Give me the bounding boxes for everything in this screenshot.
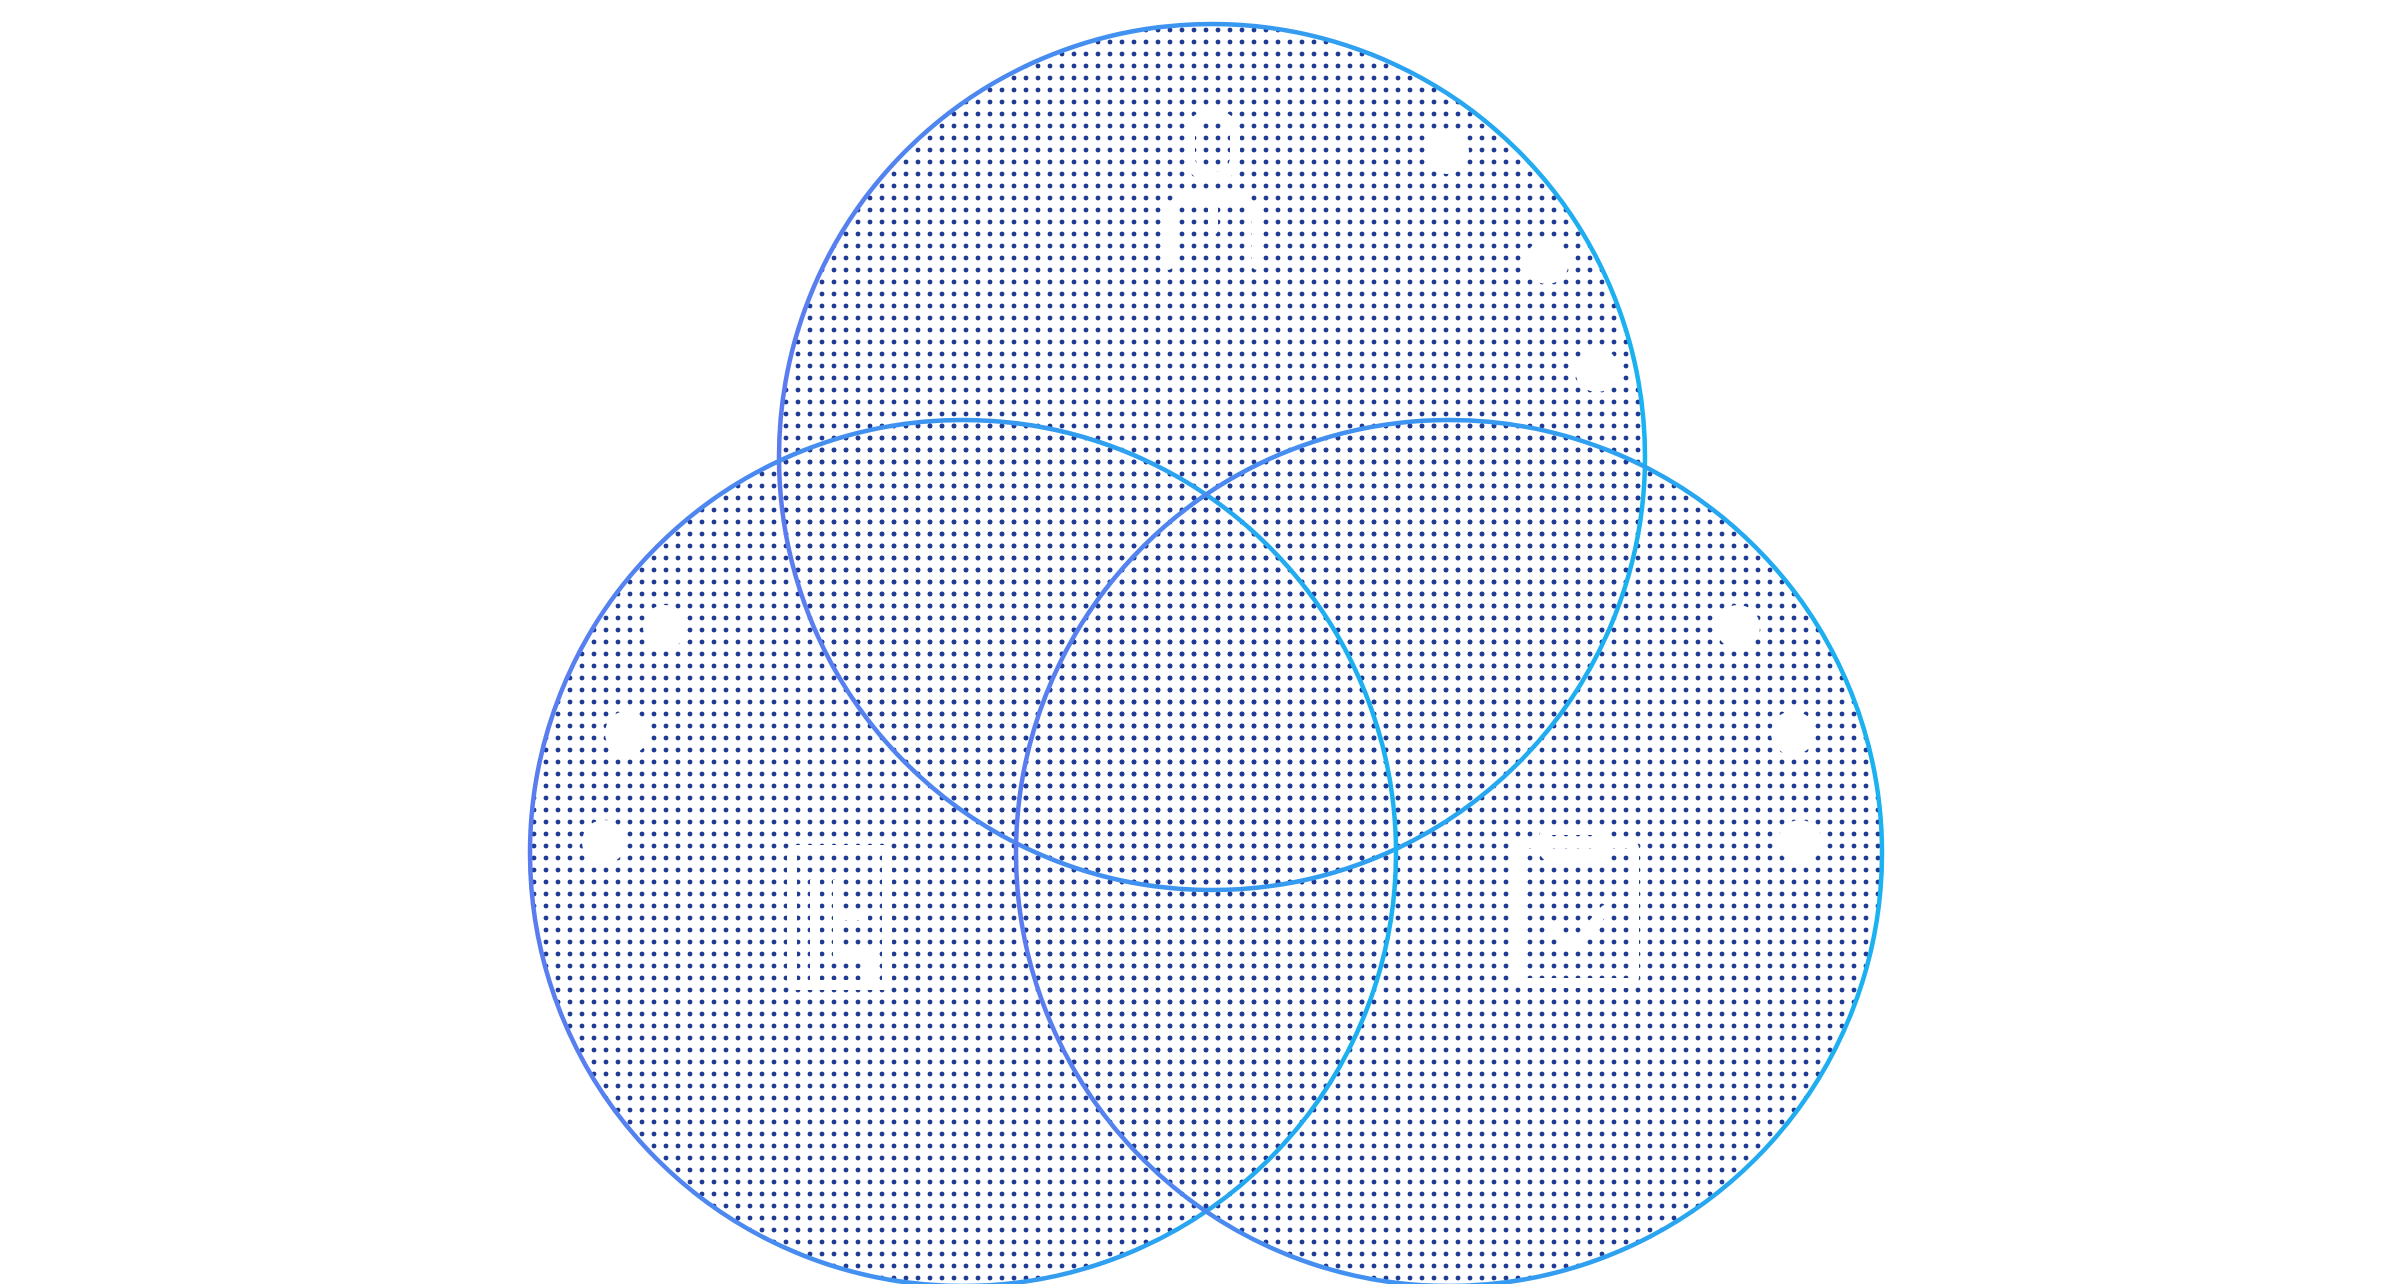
person-icon — [1163, 110, 1262, 270]
dot-right-1 — [1716, 605, 1760, 649]
dot-top-3 — [1575, 348, 1619, 392]
decorative-dots — [582, 130, 1822, 864]
dot-top-1 — [1425, 130, 1469, 174]
circle-top-outline — [776, 21, 1648, 893]
dot-left-2 — [605, 711, 649, 755]
dot-left-1 — [643, 605, 687, 649]
building-icon — [787, 845, 892, 990]
circle-left-outline — [527, 417, 1399, 1284]
clipboard-check-icon — [1511, 825, 1639, 988]
dot-right-2 — [1771, 711, 1815, 755]
circle-fills — [530, 24, 1882, 1284]
dot-left-3 — [582, 820, 626, 864]
dot-top-2 — [1525, 240, 1569, 284]
circle-right-outline — [1013, 417, 1885, 1284]
dot-right-3 — [1778, 820, 1822, 864]
circle-outlines — [527, 21, 1885, 1284]
circle-right-fill — [1016, 420, 1882, 1284]
